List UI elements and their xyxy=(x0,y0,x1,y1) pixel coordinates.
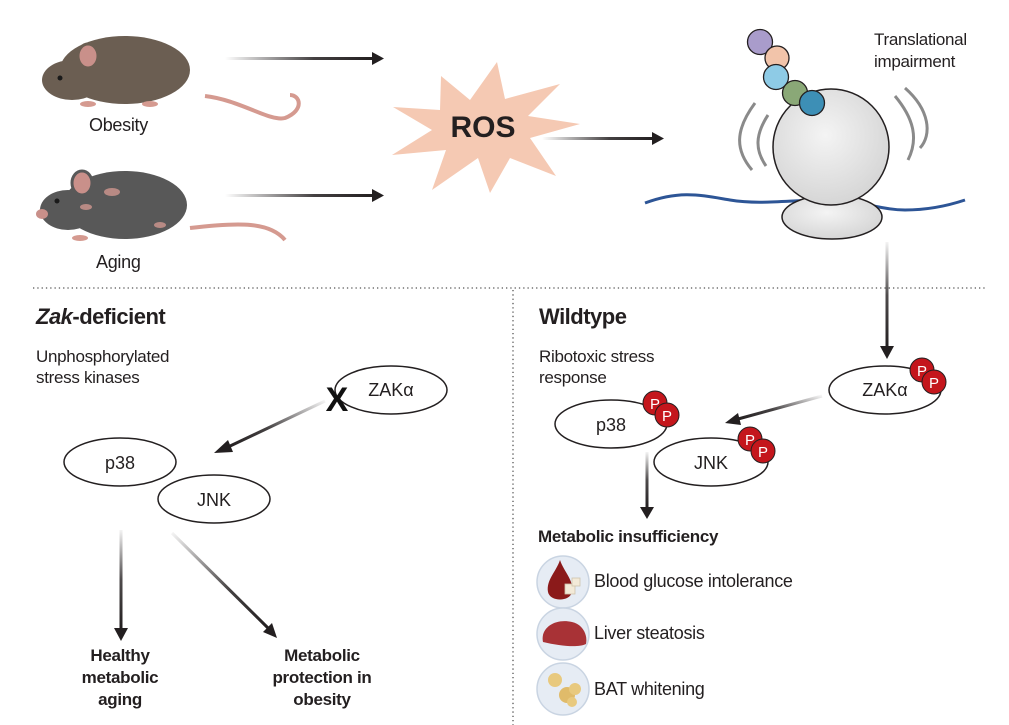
ros-burst-icon xyxy=(392,62,580,193)
fat-cells-icon xyxy=(536,662,590,716)
liver-steatosis-label: Liver steatosis xyxy=(594,623,705,643)
liver-icon xyxy=(536,607,590,661)
left-subtitle-line-1: Unphosphorylated xyxy=(36,347,170,366)
phospho-icon: P P xyxy=(642,390,680,428)
translational-impairment-line-2: impairment xyxy=(874,52,956,71)
translational-impairment-line-1: Translational xyxy=(874,30,967,49)
outcome-metabolic-protection: Metabolic protection in obesity xyxy=(252,645,392,711)
right-subtitle: Ribotoxic stress response xyxy=(539,346,654,388)
zak-italic: Zak xyxy=(36,304,73,329)
svg-text:P: P xyxy=(917,363,927,380)
svg-text:P: P xyxy=(758,444,768,461)
arrow-obesity-to-ros xyxy=(225,52,384,65)
p38-label-left: p38 xyxy=(105,453,135,473)
arrow-ribosome-to-zak xyxy=(880,242,894,359)
jnk-label-left: JNK xyxy=(197,490,231,510)
left-subtitle-line-2: stress kinases xyxy=(36,368,140,387)
translational-impairment-label: Translational impairment xyxy=(874,29,967,73)
wildtype-title: Wildtype xyxy=(539,304,627,329)
blocked-x-mark: X xyxy=(326,381,349,419)
zak-label-right: ZAKα xyxy=(862,380,907,400)
left-subtitle: Unphosphorylated stress kinases xyxy=(36,346,169,388)
zak-label-left: ZAKα xyxy=(368,380,413,400)
zak-node-left xyxy=(334,365,448,415)
jnk-label-right: JNK xyxy=(694,453,728,473)
blood-glucose-label: Blood glucose intolerance xyxy=(594,571,793,591)
outcome-line: aging xyxy=(98,690,142,709)
arrow-p38-to-healthy-aging xyxy=(114,530,128,641)
deficient-text: -deficient xyxy=(72,304,166,329)
svg-text:P: P xyxy=(929,375,939,392)
svg-text:P: P xyxy=(662,408,672,425)
outcome-line: obesity xyxy=(293,690,351,709)
aged-mouse-icon xyxy=(36,169,287,242)
blood-glucose-icon xyxy=(536,555,590,609)
ros-label: ROS xyxy=(450,111,515,144)
obese-mouse-icon xyxy=(42,36,301,121)
arrow-zak-to-kinases-left xyxy=(214,399,326,453)
outcome-healthy-aging: Healthy metabolic aging xyxy=(60,645,180,711)
outcome-line: Healthy xyxy=(90,646,150,665)
svg-text:P: P xyxy=(745,432,755,449)
zak-deficient-title: Zak-deficient xyxy=(36,304,166,330)
arrow-aging-to-ros xyxy=(225,189,384,202)
arrow-jnk-to-protection xyxy=(170,531,277,638)
metabolic-insufficiency-title: Metabolic insufficiency xyxy=(538,527,719,546)
outcome-line: protection in xyxy=(272,668,372,687)
svg-text:P: P xyxy=(650,396,660,413)
bat-whitening-label: BAT whitening xyxy=(594,679,705,699)
jnk-node-left xyxy=(157,474,271,524)
right-subtitle-line-2: response xyxy=(539,368,607,387)
p38-node-left xyxy=(63,437,177,487)
arrow-ros-to-ribosome xyxy=(542,132,664,145)
obesity-label: Obesity xyxy=(89,115,148,135)
ribosome-icon xyxy=(644,28,966,240)
outcome-line: Metabolic xyxy=(284,646,360,665)
arrow-zak-to-kinases-right xyxy=(725,394,823,425)
aging-label: Aging xyxy=(96,252,141,272)
phospho-icon: P P xyxy=(909,357,947,395)
p38-label-right: p38 xyxy=(596,415,626,435)
arrow-kinases-to-insufficiency xyxy=(640,452,654,519)
outcome-line: metabolic xyxy=(81,668,159,687)
right-subtitle-line-1: Ribotoxic stress xyxy=(539,347,655,366)
phospho-icon: P P xyxy=(737,426,776,464)
